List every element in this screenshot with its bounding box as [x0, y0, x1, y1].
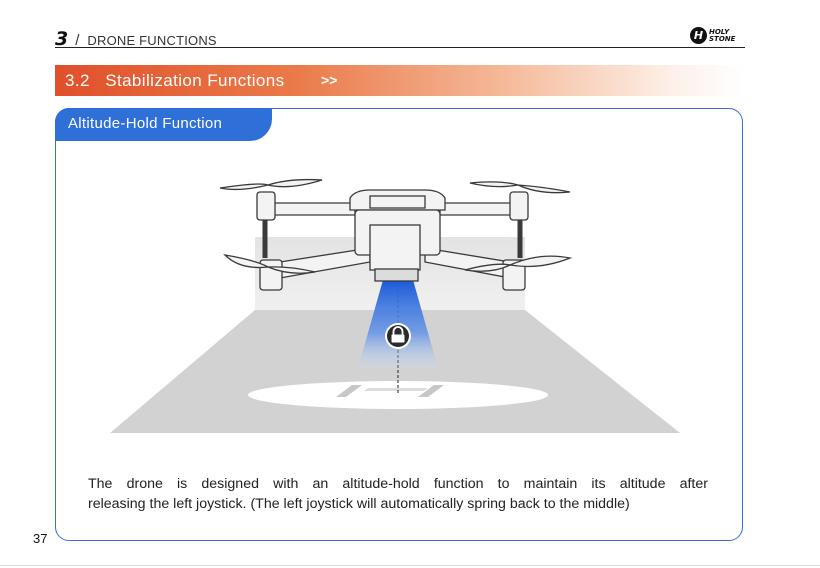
lock-icon: [385, 323, 411, 349]
description-text: The drone is designed with an altitude-h…: [88, 474, 708, 514]
section-heading: 3.2 Stabilization Functions: [65, 71, 285, 91]
panel-tab-label: Altitude-Hold Function: [68, 115, 222, 132]
drone-icon: [220, 180, 570, 290]
description-line-2: releasing the left joystick. (The left j…: [88, 494, 708, 514]
brand-logo-icon: H: [690, 27, 707, 44]
panel-tab: Altitude-Hold Function: [55, 108, 272, 141]
chapter-title: DRONE FUNCTIONS: [87, 33, 216, 48]
footer-divider: [0, 565, 820, 566]
section-arrows: >>: [321, 72, 337, 88]
description-line-1: The drone is designed with an altitude-h…: [88, 474, 708, 494]
altitude-hold-illustration: [100, 170, 700, 440]
section-heading-bar: 3.2 Stabilization Functions >>: [55, 65, 745, 96]
page-number: 37: [33, 531, 47, 546]
header-divider: [55, 47, 745, 48]
section-number: 3.2: [65, 71, 90, 90]
section-title: Stabilization Functions: [105, 71, 284, 90]
